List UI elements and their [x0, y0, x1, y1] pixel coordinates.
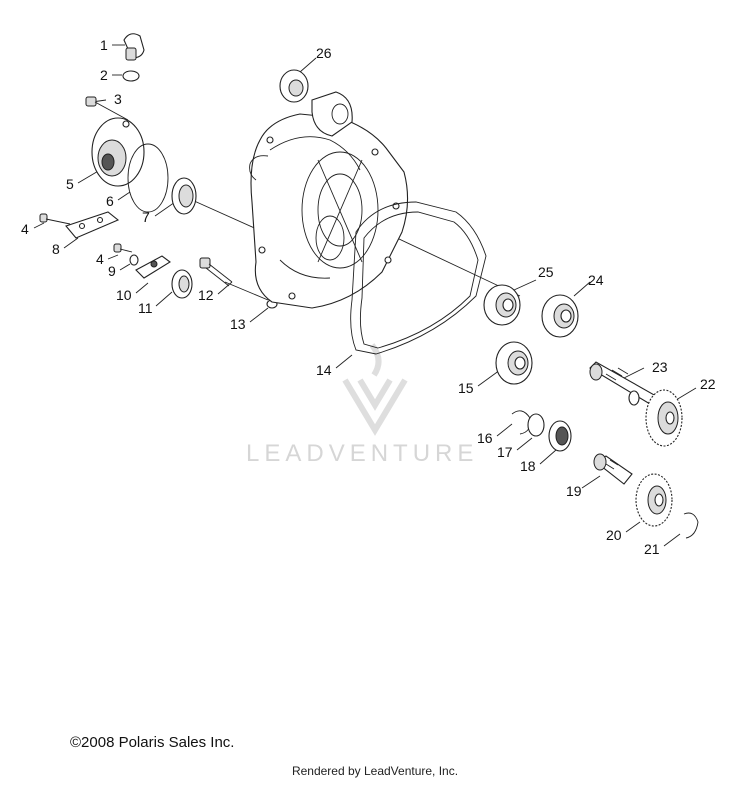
- callout-17: 17: [497, 444, 513, 460]
- part-4-bolt-b: [113, 243, 133, 253]
- part-15-bearing: [495, 341, 533, 385]
- part-23-shaft: [589, 361, 657, 406]
- callout-10: 10: [116, 287, 132, 303]
- callout-2: 2: [100, 67, 108, 83]
- callout-4-b: 4: [96, 251, 104, 267]
- part-17-washer: [527, 413, 545, 437]
- leader-lines: [33, 44, 697, 547]
- callout-19: 19: [566, 483, 582, 499]
- watermark-text: LEADVENTURE: [246, 440, 479, 467]
- callout-18: 18: [520, 458, 536, 474]
- part-14-gasket: [350, 201, 487, 355]
- part-10-plate: [135, 255, 171, 279]
- part-9-washer: [129, 254, 139, 266]
- callout-1: 1: [100, 37, 108, 53]
- part-22-gear: [645, 389, 683, 447]
- part-25-bearing: [483, 284, 521, 326]
- callout-4-a: 4: [21, 221, 29, 237]
- callout-labels: 1 2 3 4 5 6 7 4 8 9 10 11 12 13 14 15 16…: [21, 37, 716, 557]
- part-12-bolt: [199, 257, 233, 287]
- callout-9: 9: [108, 263, 116, 279]
- callout-20: 20: [606, 527, 622, 543]
- part-1-breather-fitting: [123, 33, 145, 61]
- part-5-cover: [91, 117, 145, 187]
- part-18-needle-bearing: [548, 420, 572, 452]
- part-7-bearing: [171, 177, 197, 215]
- part-24-bearing: [541, 294, 579, 338]
- callout-13: 13: [230, 316, 246, 332]
- callout-7: 7: [142, 209, 150, 225]
- callout-6: 6: [106, 193, 114, 209]
- part-2-o-ring: [122, 70, 140, 82]
- callout-22: 22: [700, 376, 716, 392]
- part-3-bolt: [85, 96, 129, 121]
- callout-25: 25: [538, 264, 554, 280]
- callout-3: 3: [114, 91, 122, 107]
- callout-26: 26: [316, 45, 332, 61]
- part-19-shaft: [593, 453, 633, 485]
- part-11-seal: [171, 269, 193, 299]
- callout-24: 24: [588, 272, 604, 288]
- callout-23: 23: [652, 359, 668, 375]
- callout-5: 5: [66, 176, 74, 192]
- part-8-bracket: [65, 211, 120, 239]
- part-21-snap-ring: [683, 512, 699, 539]
- callout-14: 14: [316, 362, 332, 378]
- part-26-bushing: [279, 69, 353, 137]
- part-4-bolt-a: [39, 213, 71, 225]
- callout-16: 16: [477, 430, 493, 446]
- part-6-o-ring: [127, 143, 169, 213]
- main-case-housing: [249, 113, 409, 309]
- callout-11: 11: [138, 300, 153, 316]
- part-14-gasket-inner: [359, 211, 479, 349]
- copyright-notice: ©2008 Polaris Sales Inc.: [70, 734, 235, 751]
- part-20-gear: [635, 473, 673, 527]
- rendered-by-credit: Rendered by LeadVenture, Inc.: [291, 764, 459, 778]
- watermark-logo: [342, 343, 408, 436]
- part-16-snap-ring: [511, 410, 531, 435]
- callout-21: 21: [644, 541, 660, 557]
- callout-8: 8: [52, 241, 60, 257]
- callout-15: 15: [458, 380, 474, 396]
- callout-12: 12: [198, 287, 214, 303]
